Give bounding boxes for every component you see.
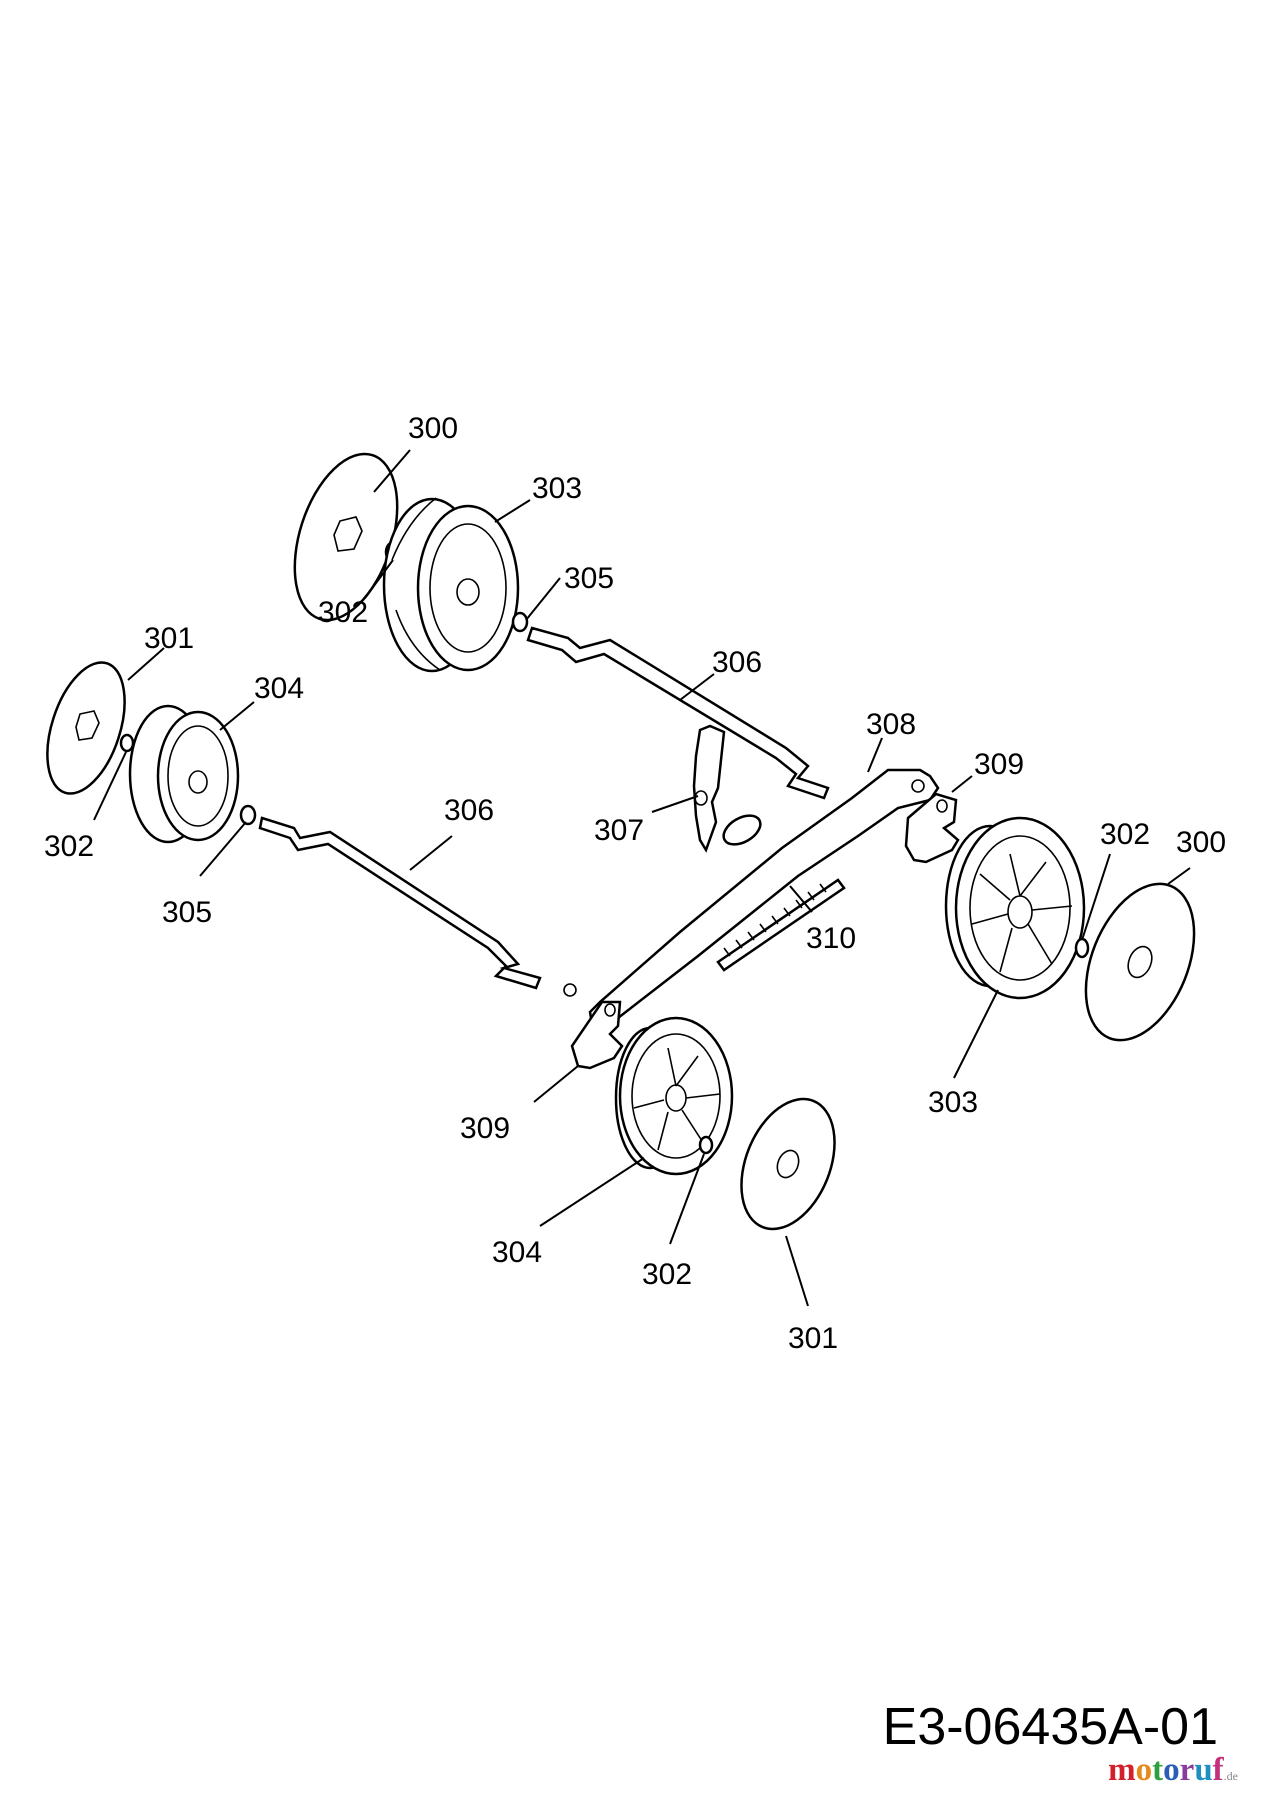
- leader-lines: [93, 449, 1191, 1307]
- label-301: 301: [788, 1322, 838, 1355]
- watermark-letter: u: [1194, 1752, 1213, 1788]
- label-309: 309: [460, 1112, 510, 1145]
- clip-302-left: [119, 733, 135, 753]
- motoruf-watermark-logo: motoruf.de: [1108, 1752, 1238, 1789]
- hub-cap-301-lower: [740, 1097, 836, 1231]
- label-302: 302: [1100, 818, 1150, 851]
- hub-cap-301-upper: [46, 661, 126, 795]
- label-302: 302: [318, 596, 368, 629]
- watermark-letter: o: [1135, 1752, 1153, 1788]
- label-302: 302: [44, 830, 94, 863]
- bracket-309-lower: [570, 1000, 624, 1070]
- spring-310: [716, 878, 846, 972]
- label-304: 304: [254, 672, 304, 705]
- watermark-letter: m: [1108, 1752, 1136, 1788]
- axle-306-lower: [258, 816, 542, 990]
- label-308: 308: [866, 708, 916, 741]
- label-307: 307: [594, 814, 644, 847]
- label-300: 300: [408, 412, 458, 445]
- label-310: 310: [806, 922, 856, 955]
- label-304: 304: [492, 1236, 542, 1269]
- hub-cap-300-lower: [1084, 882, 1196, 1042]
- watermark-letter: f: [1212, 1752, 1224, 1788]
- label-309: 309: [974, 748, 1024, 781]
- label-303: 303: [532, 472, 582, 505]
- part-labels: 300 303 302 305 306 301 304 302 305 306 …: [44, 412, 1226, 1355]
- label-300: 300: [1176, 826, 1226, 859]
- wheel-303-lower: [944, 816, 1086, 1000]
- washer-305-left: [239, 804, 257, 826]
- label-306: 306: [444, 794, 494, 827]
- washer-305-upper: [511, 611, 529, 633]
- watermark-suffix: .de: [1223, 1769, 1238, 1783]
- watermark-letter: t: [1152, 1752, 1164, 1788]
- label-305: 305: [162, 896, 212, 929]
- watermark-letter: o: [1163, 1752, 1180, 1788]
- label-306: 306: [712, 646, 762, 679]
- clip-302-front: [698, 1135, 714, 1155]
- label-302: 302: [642, 1258, 692, 1291]
- drawing-code: E3-06435A-01: [882, 1698, 1218, 1756]
- height-adjuster-bar-308: [563, 768, 940, 1032]
- lever-307: [692, 724, 726, 853]
- watermark-text: motoruf: [1108, 1752, 1224, 1788]
- wheel-304-lower: [614, 1016, 734, 1176]
- label-305: 305: [564, 562, 614, 595]
- clip-302-right: [1074, 937, 1090, 959]
- wheel-304-upper: [128, 704, 240, 844]
- wheel-303-upper: [382, 497, 520, 673]
- axle-306-upper: [526, 626, 830, 800]
- label-301: 301: [144, 622, 194, 655]
- watermark-letter: r: [1179, 1752, 1195, 1788]
- bracket-309-upper: [904, 792, 960, 864]
- label-303: 303: [928, 1086, 978, 1119]
